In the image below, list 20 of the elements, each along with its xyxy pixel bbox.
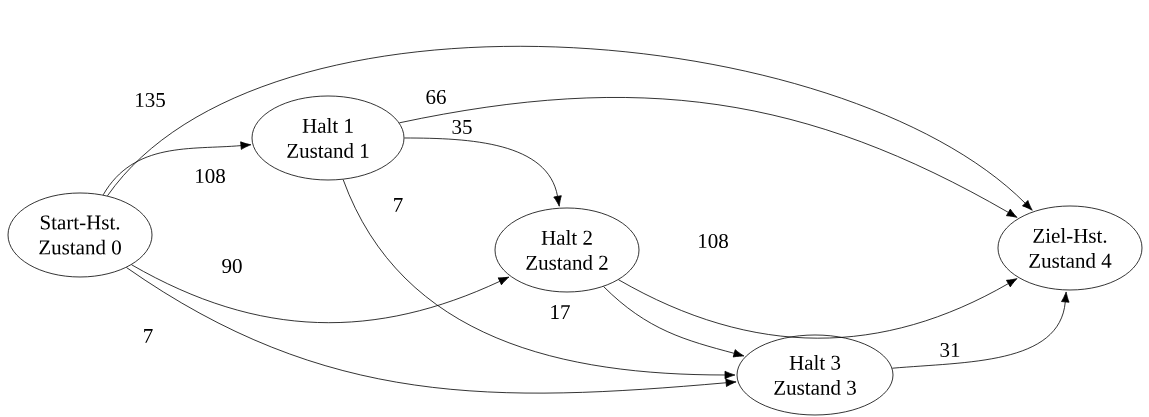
arrow	[126, 267, 737, 394]
arrow	[102, 141, 252, 196]
arrow	[404, 137, 562, 207]
edge-label: 35	[452, 119, 472, 135]
edge-label: 7	[394, 198, 403, 212]
arrow	[131, 264, 510, 323]
edge-label: 7	[144, 329, 153, 343]
arrow	[603, 286, 745, 358]
edge-label: 17	[551, 305, 570, 319]
edge-label: 135	[136, 92, 165, 108]
edge-label: 108	[196, 168, 225, 184]
edge-label: 90	[222, 258, 242, 274]
edge-label: 108	[699, 233, 728, 249]
arrow	[342, 179, 736, 380]
arrow	[891, 291, 1070, 369]
arrow	[107, 46, 1033, 211]
edge-label: 66	[426, 89, 446, 105]
arrow	[398, 97, 1018, 218]
edge-label: 31	[940, 342, 960, 358]
arrow	[618, 278, 1018, 339]
